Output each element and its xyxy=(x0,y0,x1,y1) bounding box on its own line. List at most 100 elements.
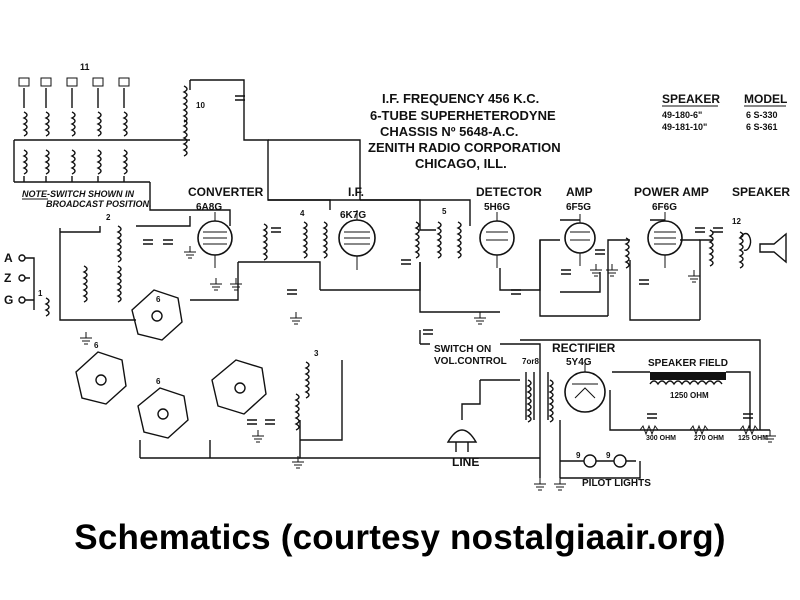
rectifier-tube-label: 5Y4G xyxy=(566,357,592,368)
wire xyxy=(629,260,700,321)
capacitor-symbol xyxy=(423,329,433,335)
wire xyxy=(607,239,630,316)
trimmer-capacitor xyxy=(118,77,130,87)
wire xyxy=(238,261,321,290)
transformer-coil xyxy=(526,379,532,423)
component-number-2: 2 xyxy=(106,213,111,222)
component-number-10: 10 xyxy=(196,101,205,110)
transformer-coil xyxy=(548,379,554,423)
transformer-coil xyxy=(82,265,88,303)
wire xyxy=(500,343,541,372)
resistor-270-ohm: 270 OHM xyxy=(694,435,724,442)
line-label: LINE xyxy=(452,455,479,469)
power-resistors: 300 OHM 270 OHM 125 OHM xyxy=(639,424,768,442)
antenna-terminals: A Z G 1 xyxy=(4,251,43,310)
wire xyxy=(539,240,608,317)
circuit-wiring xyxy=(13,79,776,491)
note-line-1: NOTE-SWITCH SHOWN IN xyxy=(22,189,134,199)
transformer-coil xyxy=(414,221,420,259)
model-row-2: 6 S-361 xyxy=(746,122,778,132)
transformer-coil xyxy=(708,229,714,267)
transformer-coil xyxy=(182,85,188,123)
tube-detector xyxy=(479,212,515,268)
wire xyxy=(539,420,561,478)
terminal-a-label: A xyxy=(4,251,13,265)
trimmer-capacitor xyxy=(18,77,30,87)
switch-coil-upper xyxy=(22,111,28,137)
amp-label: AMP xyxy=(566,185,593,199)
trimmer-capacitor xyxy=(40,77,52,87)
transformer-coil xyxy=(182,119,188,157)
transformer-coil xyxy=(294,393,300,431)
switch-coil-upper xyxy=(122,111,128,137)
component-number-9b: 9 xyxy=(606,451,611,460)
capacitor-symbol xyxy=(713,227,723,233)
speaker-symbol: 12 xyxy=(732,217,787,264)
ground-symbol xyxy=(764,430,776,443)
wire xyxy=(419,330,430,345)
speaker-row-2: 49-181-10" xyxy=(662,122,707,132)
capacitor-symbol xyxy=(401,259,411,265)
power-amp-label: POWER AMP xyxy=(634,185,709,199)
capacitor-symbol xyxy=(271,227,281,233)
wire xyxy=(189,79,245,108)
speaker-column-header: SPEAKER xyxy=(662,92,720,106)
wire xyxy=(419,262,500,313)
switch-coil-lower xyxy=(22,149,28,175)
transformer-coil xyxy=(624,237,630,269)
wire xyxy=(149,182,231,226)
speaker-label: SPEAKER xyxy=(732,185,790,199)
band-switch-coil-bank: 11 xyxy=(14,62,190,183)
slide-caption: Schematics (courtesy nostalgiaair.org) xyxy=(74,518,726,557)
resistor-300-ohm: 300 OHM xyxy=(646,435,676,442)
ground-symbol xyxy=(606,264,618,277)
pilot-lights: 9 9 xyxy=(560,451,636,468)
header-if-frequency: I.F. FREQUENCY 456 K.C. xyxy=(382,91,539,106)
wafer-switch-2: 6 xyxy=(131,289,183,341)
capacitor-symbol xyxy=(561,269,571,275)
ground-symbol xyxy=(474,312,486,325)
wire xyxy=(320,262,421,291)
power-amp-tube-label: 6F6G xyxy=(652,202,677,213)
transformer-coil xyxy=(436,221,442,259)
model-row-1: 6 S-330 xyxy=(746,110,778,120)
transformer-coil xyxy=(116,225,122,263)
component-number-3: 3 xyxy=(314,349,319,358)
model-column-header: MODEL xyxy=(744,92,787,106)
note-line-2: BROADCAST POSITION. xyxy=(46,199,152,209)
component-number-6c: 6 xyxy=(156,377,161,386)
capacitor-symbol xyxy=(647,413,657,419)
switch-note: NOTE-SWITCH SHOWN IN BROADCAST POSITION. xyxy=(22,189,152,209)
terminal-g-label: G xyxy=(4,293,13,307)
wire xyxy=(560,272,601,293)
wire xyxy=(609,390,770,431)
detector-tube-label: 5H6G xyxy=(484,202,510,213)
tube-rectifier xyxy=(564,364,606,413)
wafer-switch-3: 6 xyxy=(137,377,189,439)
wire xyxy=(612,371,751,430)
wire xyxy=(699,239,712,320)
header-city: CHICAGO, ILL. xyxy=(415,156,507,171)
if-tube-label: 6K7G xyxy=(340,210,366,221)
tube-converter xyxy=(197,212,233,268)
pilot-lights-label: PILOT LIGHTS xyxy=(582,478,651,489)
transformer-coil xyxy=(302,221,308,259)
transformer-coil xyxy=(456,221,462,259)
transformer-coil xyxy=(304,361,310,399)
ground-symbol xyxy=(688,270,700,283)
component-number-1: 1 xyxy=(38,289,43,298)
coil-set xyxy=(44,85,744,431)
component-number-6a: 6 xyxy=(94,341,99,350)
speaker-field-coil xyxy=(649,372,726,386)
switch-coil-upper xyxy=(44,111,50,137)
ground-symbol xyxy=(80,332,92,345)
capacitor-symbol xyxy=(247,419,257,425)
header-tube-count: 6-TUBE SUPERHETERODYNE xyxy=(370,108,556,123)
ground-symbol xyxy=(184,246,196,259)
component-number-5: 5 xyxy=(442,207,447,216)
component-number-6b: 6 xyxy=(156,295,161,304)
capacitor-symbol xyxy=(695,227,705,233)
wire xyxy=(268,199,436,231)
converter-tube-label: 6A8G xyxy=(196,202,222,213)
ground-symbol xyxy=(210,278,222,291)
